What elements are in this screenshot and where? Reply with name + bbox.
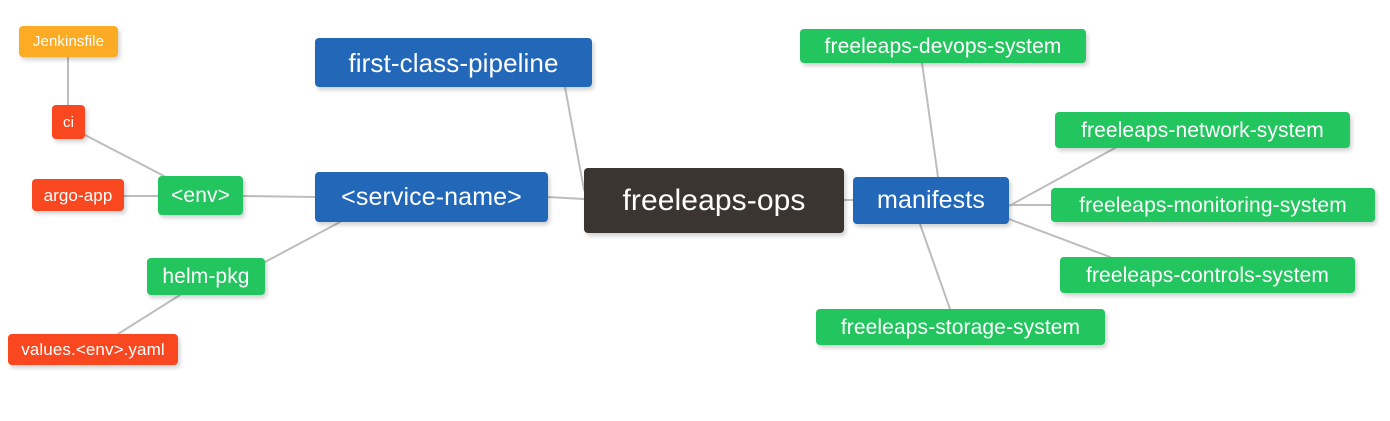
mindmap-node-label: <env>: [171, 184, 230, 207]
edge-service-to-env: [242, 195, 316, 198]
mindmap-node-label: argo-app: [43, 185, 113, 205]
mindmap-node-label: freeleaps-devops-system: [824, 34, 1062, 58]
mindmap-node-storage[interactable]: freeleaps-storage-system: [816, 309, 1105, 345]
mindmap-node-service[interactable]: <service-name>: [315, 172, 548, 222]
mindmap-node-root[interactable]: freeleaps-ops: [584, 168, 844, 233]
mindmap-node-manifests[interactable]: manifests: [853, 177, 1009, 224]
mindmap-node-label: ci: [62, 113, 75, 131]
edge-helm-to-values: [117, 294, 181, 335]
mindmap-node-label: freeleaps-monitoring-system: [1079, 193, 1347, 217]
mindmap-node-devops[interactable]: freeleaps-devops-system: [800, 29, 1086, 63]
mindmap-node-pipeline[interactable]: first-class-pipeline: [315, 38, 592, 87]
mindmap-node-label: freeleaps-network-system: [1081, 118, 1324, 142]
mindmap-node-ci[interactable]: ci: [52, 105, 85, 139]
mindmap-node-label: Jenkinsfile: [32, 33, 105, 50]
edge-service-to-helm: [264, 221, 341, 263]
mindmap-node-label: <service-name>: [341, 182, 522, 211]
mindmap-node-label: manifests: [877, 186, 985, 214]
mindmap-node-label: values.<env>.yaml: [21, 340, 165, 359]
edge-root-to-pipeline: [564, 86, 585, 191]
mindmap-node-values[interactable]: values.<env>.yaml: [8, 334, 178, 365]
mindmap-node-jenkins[interactable]: Jenkinsfile: [19, 26, 118, 57]
mindmap-node-network[interactable]: freeleaps-network-system: [1055, 112, 1350, 148]
edge-manifests-to-controls: [1008, 218, 1111, 258]
mindmap-node-label: helm-pkg: [162, 265, 250, 288]
mindmap-node-label: first-class-pipeline: [348, 47, 559, 78]
mindmap-node-label: freeleaps-controls-system: [1086, 263, 1329, 287]
edge-manifests-to-devops: [921, 62, 939, 178]
edge-manifests-to-network: [1008, 147, 1116, 207]
mindmap-node-helm[interactable]: helm-pkg: [147, 258, 265, 295]
mindmap-node-argo[interactable]: argo-app: [32, 179, 124, 211]
mindmap-node-label: freeleaps-storage-system: [840, 315, 1081, 339]
edge-manifests-to-storage: [919, 223, 951, 310]
mindmap-node-controls[interactable]: freeleaps-controls-system: [1060, 257, 1355, 293]
edge-env-to-ci: [84, 134, 165, 177]
mindmap-node-label: freeleaps-ops: [622, 183, 806, 217]
mindmap-node-env[interactable]: <env>: [158, 176, 243, 215]
edge-root-to-service: [547, 196, 585, 200]
mindmap-node-monitoring[interactable]: freeleaps-monitoring-system: [1051, 188, 1375, 222]
